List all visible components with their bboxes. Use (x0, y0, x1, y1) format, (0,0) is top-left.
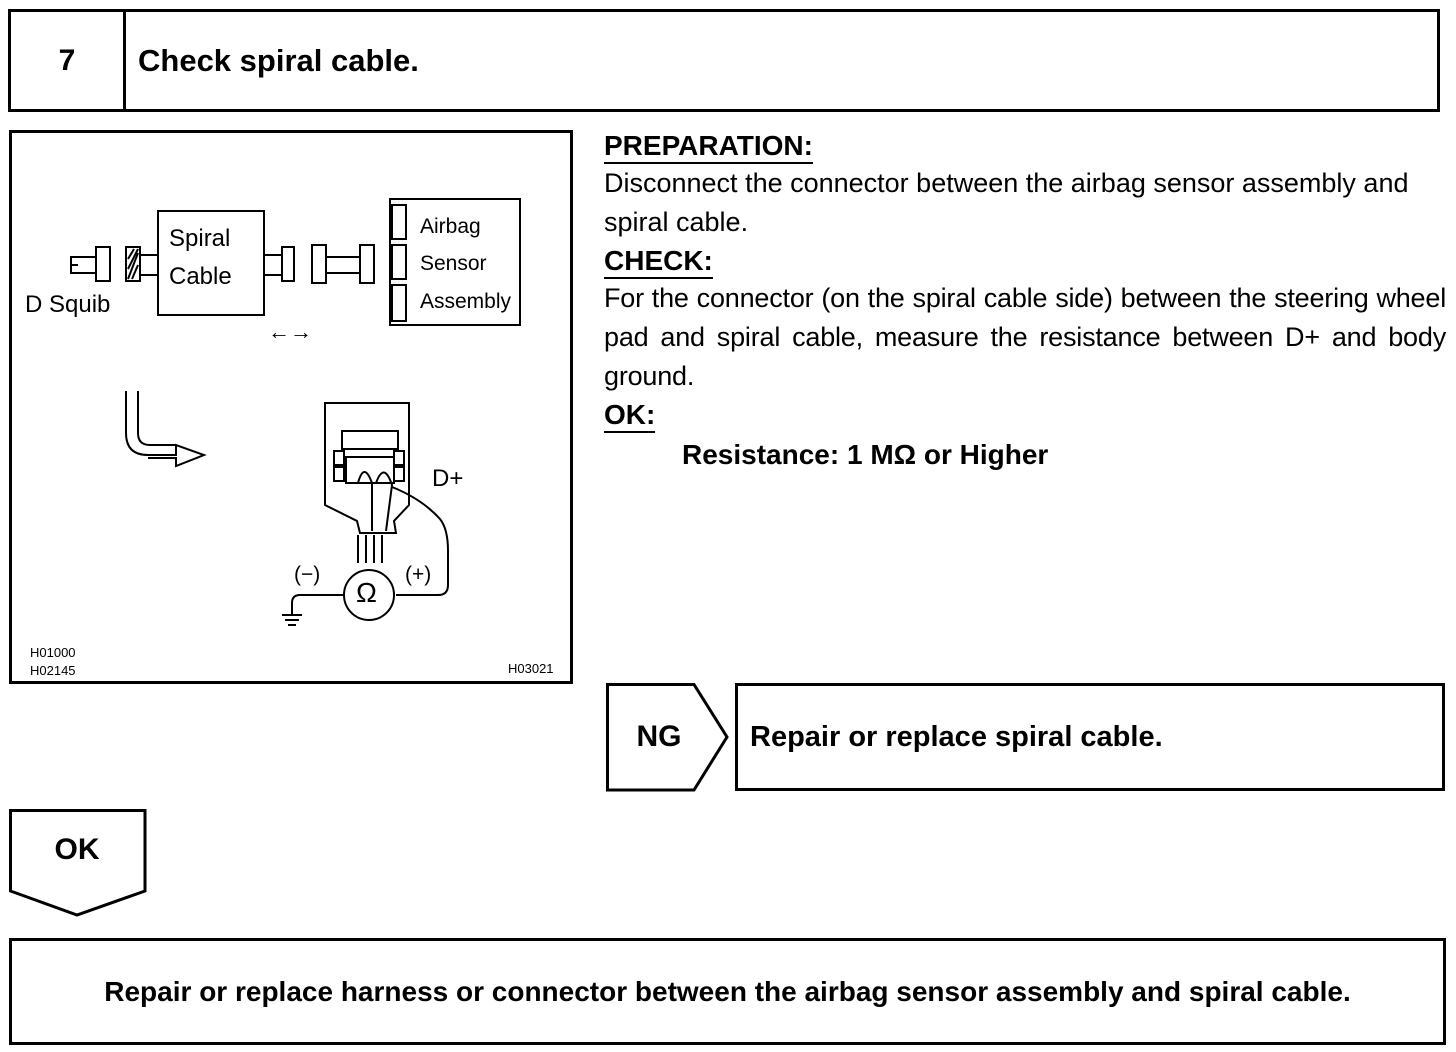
disconnect-arrow-icon: ←→ (268, 319, 312, 344)
figure-code-1: H01000 (30, 645, 76, 660)
harness-connector-right-icon (359, 244, 375, 284)
label-plus: (+) (405, 563, 432, 586)
squib-connector-icon (95, 246, 111, 282)
label-spiral: Spiral (169, 225, 231, 252)
probe-lead-plus (391, 486, 449, 596)
airbag-sensor-assembly-box (389, 198, 521, 326)
wiring-diagram: Spiral Cable D Squib Airbag Sensor Assem… (9, 130, 573, 684)
step-title: Check spiral cable. (138, 42, 419, 78)
flow-arrow-icon (125, 391, 207, 468)
ohm-symbol: Ω (356, 577, 377, 608)
connector-d-plus-icon (324, 402, 410, 534)
figure-code-3: H03021 (508, 661, 554, 676)
ok-label: OK (54, 833, 100, 866)
harness-connector-left-icon (311, 244, 327, 284)
label-minus: (−) (294, 563, 321, 586)
preparation-heading: PREPARATION: (604, 129, 813, 164)
figure-code-2: H02145 (30, 663, 76, 678)
squib-plug-icon (70, 256, 97, 274)
label-d-squib: D Squib (25, 291, 111, 318)
label-d-plus: D+ (432, 465, 464, 492)
check-heading: CHECK: (604, 244, 713, 279)
ok-action: Repair or replace harness or connector b… (9, 938, 1446, 1045)
label-cable: Cable (169, 263, 232, 290)
ok-tab-shape (9, 809, 147, 917)
check-text: For the connector (on the spiral cable s… (604, 283, 1446, 391)
probe-lead-minus (291, 594, 344, 615)
ng-action: Repair or replace spiral cable. (735, 683, 1445, 791)
ng-label: NG (636, 720, 682, 753)
step-header: 7 Check spiral cable. (8, 9, 1440, 112)
instructions: PREPARATION: Disconnect the connector be… (604, 127, 1446, 471)
ng-tab-shape (606, 683, 729, 792)
step-number: 7 (11, 12, 126, 109)
label-sensor: Sensor (420, 252, 487, 275)
diagram-drawing (70, 198, 521, 626)
ok-spec: Resistance: 1 MΩ or Higher (682, 439, 1049, 470)
spiral-cable-connector-icon (281, 246, 295, 282)
preparation-text: Disconnect the connector between the air… (604, 168, 1409, 237)
label-assembly: Assembly (420, 290, 512, 313)
ok-heading: OK: (604, 398, 656, 433)
label-airbag: Airbag (420, 215, 481, 238)
